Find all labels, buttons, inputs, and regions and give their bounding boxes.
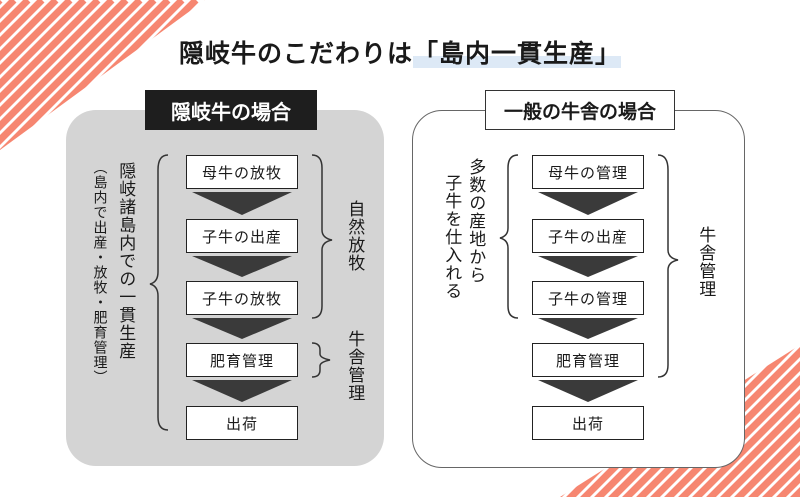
left-flow-arrow [192,192,292,215]
left-upper-brace [311,154,333,319]
left-label-upper: 自然放牧 [344,200,365,272]
left-label-lower: 牛舎管理 [344,330,365,402]
right-heading: 一般の牛舎の場合 [485,90,675,130]
right-side-main: 多数の産地から [465,158,486,284]
title-highlight: 「島内一貫生産」 [413,39,622,68]
left-step-1: 母牛の放牧 [186,155,298,189]
right-label: 牛舎管理 [695,226,716,298]
left-heading: 隠岐牛の場合 [145,90,317,130]
right-flow-arrow [538,192,638,215]
right-step-3: 子牛の管理 [532,281,644,315]
left-flow-arrow [192,380,292,402]
right-step-5: 出荷 [532,406,644,440]
left-lower-brace [311,342,331,378]
right-flow-arrow [538,318,638,339]
title-main: 隠岐牛のこだわりは [178,39,413,68]
left-step-2: 子牛の出産 [186,219,298,253]
right-inner-brace [657,154,679,378]
right-step-1: 母牛の管理 [532,155,644,189]
left-outer-brace [149,154,169,431]
left-side-main: 隠岐諸島内での一貫生産 [115,162,136,360]
left-flow-arrow [192,318,292,339]
right-step-2: 子牛の出産 [532,219,644,253]
right-flow-arrow [538,380,638,402]
page-title: 隠岐牛のこだわりは「島内一貫生産」 [0,34,800,70]
right-step-4: 肥育管理 [532,343,644,377]
left-flow-arrow [192,256,292,277]
left-step-5: 出荷 [186,406,298,440]
right-outer-brace [499,154,519,319]
left-step-3: 子牛の放牧 [186,281,298,315]
left-step-4: 肥育管理 [186,343,298,377]
right-flow-arrow [538,256,638,277]
right-side-sub: 子牛を仕入れる [441,174,462,300]
left-side-sub: （島内で出産・放牧・肥育管理） [91,160,108,385]
